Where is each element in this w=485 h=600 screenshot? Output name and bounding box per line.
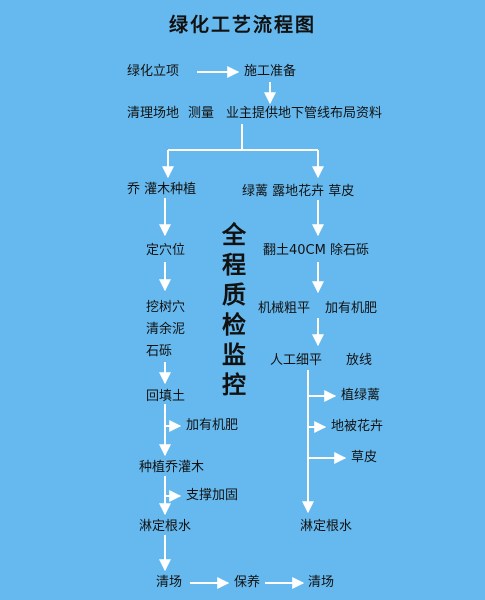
node-add-fertilizer-left: 加有机肥: [186, 418, 239, 433]
node-clear-mud: 清余泥: [146, 322, 186, 337]
node-add-fertilizer-right: 加有机肥: [325, 301, 378, 316]
node-plant-hedge: 植绿蓠: [341, 388, 381, 403]
node-ground-flower: 地被花卉: [331, 419, 384, 434]
node-plant-trees: 种植乔灌木: [139, 460, 205, 475]
node-shrub-plant: 乔 灌木种植: [127, 182, 197, 197]
node-lay-line: 放线: [346, 353, 373, 368]
node-rough-level: 机械粗平: [258, 301, 311, 316]
node-backfill: 回填土: [146, 389, 186, 404]
node-dig-hole: 挖树穴: [146, 300, 186, 315]
page-title: 绿化工艺流程图: [168, 14, 316, 36]
node-green-flower-lawn: 绿蓠 露地花卉 草皮: [242, 184, 355, 199]
node-gravel: 石砾: [146, 344, 173, 359]
node-clear: 清理场地: [127, 106, 180, 121]
node-project: 绿化立项: [127, 64, 180, 79]
side-label-vertical: 全程质检监控: [222, 221, 246, 399]
node-clean-left: 清场: [156, 575, 183, 590]
node-maintain: 保养: [234, 575, 261, 590]
node-support: 支撑加固: [186, 488, 239, 503]
node-locate-hole: 定穴位: [146, 243, 186, 258]
node-fine-level: 人工细平: [270, 353, 323, 368]
node-till-soil: 翻土40CM 除石砾: [263, 243, 369, 258]
node-owner-info: 业主提供地下管线布局资料: [226, 106, 383, 121]
node-clean-right: 清场: [308, 575, 335, 590]
node-water-right: 淋定根水: [300, 519, 353, 534]
node-water-left: 淋定根水: [139, 519, 192, 534]
node-lawn: 草皮: [351, 450, 378, 465]
node-prep: 施工准备: [244, 64, 297, 79]
node-survey: 测量: [188, 106, 215, 121]
